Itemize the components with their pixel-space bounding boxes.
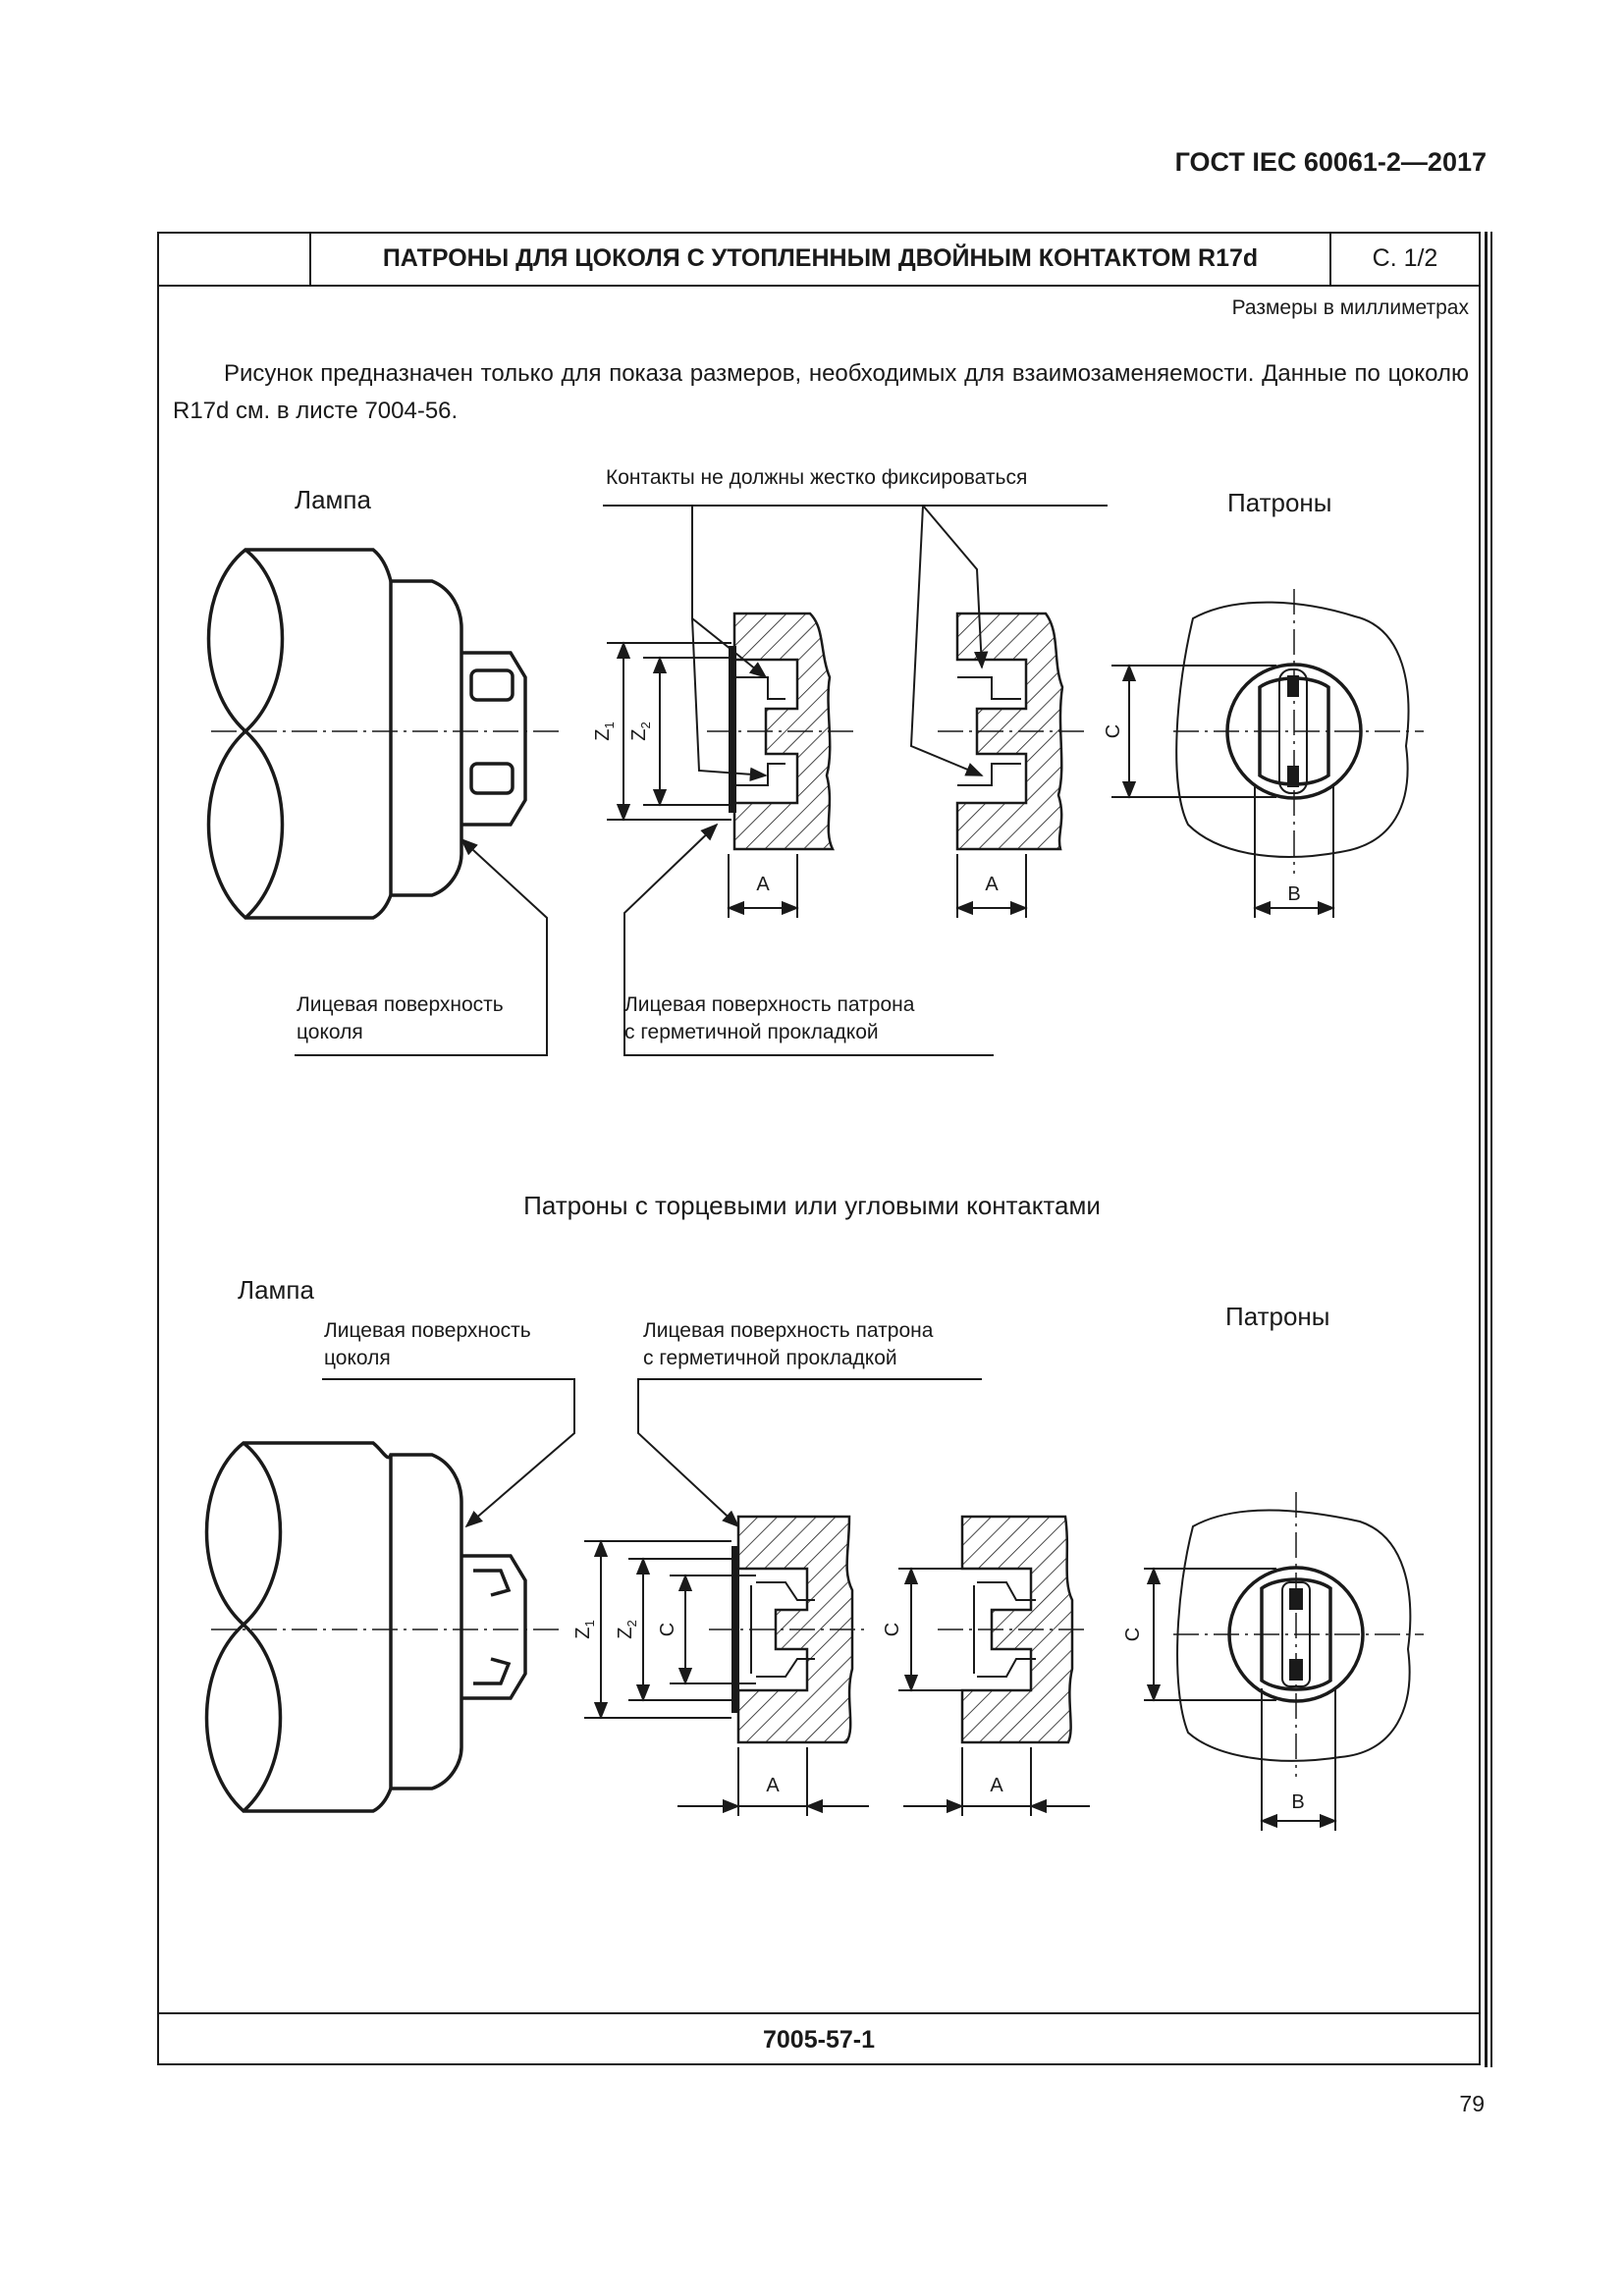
fig1-holder-1-section	[707, 612, 859, 851]
sheet-code: 7005-57-1	[763, 2026, 875, 2054]
fig2-cap-face-leader	[322, 1378, 575, 1528]
fig1-leader-holder2-top	[922, 505, 989, 669]
svg-text:A: A	[985, 874, 999, 895]
fig2-holder-1-section	[709, 1515, 869, 1744]
fig2-dim-a-1: A	[677, 1747, 869, 1816]
header-cell-divider-left	[309, 232, 311, 287]
fig1-dim-a-1: A	[727, 854, 799, 918]
figure-1: Лампа Контакты не должны жестко фиксиров…	[206, 466, 1424, 1056]
fig1-dim-z: Z1 Z2	[592, 641, 731, 822]
svg-text:A: A	[766, 1775, 780, 1796]
page-number: 79	[1459, 2091, 1485, 2116]
fig2-dim-a-2: A	[903, 1747, 1090, 1816]
fig1-contacts-note: Контакты не должны жестко фиксироваться	[606, 466, 1027, 489]
fig1-holder-front-view: C B	[1103, 589, 1424, 918]
fig1-leader-holder2-bottom	[909, 505, 984, 776]
svg-text:Z2: Z2	[615, 1620, 639, 1638]
svg-text:C: C	[1103, 724, 1124, 738]
fig1-holder-face-leader	[623, 823, 994, 1056]
fig1-leader-contact-bottom	[691, 617, 768, 781]
section2-title: Патроны с торцевыми или угловыми контакт…	[523, 1191, 1101, 1220]
svg-text:A: A	[756, 874, 770, 895]
svg-text:B: B	[1291, 1791, 1304, 1813]
fig2-holder-2-section	[938, 1515, 1090, 1744]
units-note: Размеры в миллиметрах	[1231, 296, 1469, 319]
frame-double-line	[1485, 232, 1488, 2067]
fig1-holder-face-label-1: Лицевая поверхность патрона	[624, 993, 915, 1016]
fig2-holder-face-label-1: Лицевая поверхность патрона	[643, 1319, 934, 1342]
fig2-cap-face-label-1: Лицевая поверхность	[324, 1319, 531, 1342]
fig1-lamp-label: Лампа	[295, 485, 371, 514]
svg-text:C: C	[657, 1623, 678, 1636]
svg-text:B: B	[1287, 883, 1300, 905]
fig1-lamp-drawing	[206, 548, 565, 920]
header-divider	[157, 285, 1481, 287]
intro-paragraph: Рисунок предназначен только для показа р…	[173, 360, 1469, 424]
fig2-cap-face-label-2: цоколя	[324, 1347, 391, 1369]
fig1-holder-face-label-2: с герметичной прокладкой	[624, 1021, 879, 1043]
fig1-cap-face-label-1: Лицевая поверхность	[297, 993, 504, 1016]
fig2-dim-z-c: Z1 Z2 C	[572, 1539, 756, 1720]
fig1-dim-a-2: A	[955, 854, 1028, 918]
header-cell-divider-right	[1329, 232, 1331, 287]
sheet-frame	[157, 232, 1481, 2065]
footer-divider	[157, 2012, 1481, 2014]
svg-text:Z1: Z1	[592, 721, 617, 740]
svg-text:Z1: Z1	[572, 1620, 597, 1638]
svg-text:C: C	[1122, 1628, 1144, 1641]
fig1-holder-2-section	[938, 612, 1090, 851]
fig2-holders-label: Патроны	[1225, 1302, 1329, 1331]
fig2-holder-face-leader	[637, 1378, 982, 1528]
fig1-holders-label: Патроны	[1227, 488, 1331, 517]
fig2-dim-c-2: C	[882, 1567, 967, 1692]
figure-2: Лампа Патроны Лицевая поверхность цоколя…	[204, 1275, 1424, 1831]
sheet-title: ПАТРОНЫ ДЛЯ ЦОКОЛЯ С УТОПЛЕННЫМ ДВОЙНЫМ …	[382, 244, 1259, 272]
fig2-holder-face-label-2: с герметичной прокладкой	[643, 1347, 897, 1369]
svg-text:Z2: Z2	[628, 721, 653, 740]
fig2-holder-front-view: C B	[1122, 1492, 1424, 1831]
sheet-number: С. 1/2	[1372, 244, 1438, 272]
fig1-cap-face-leader	[295, 837, 548, 1056]
fig1-cap-face-label-2: цоколя	[297, 1021, 363, 1043]
svg-text:A: A	[990, 1775, 1003, 1796]
fig2-lamp-drawing	[204, 1441, 565, 1813]
frame-double-line-outer	[1490, 232, 1492, 2067]
fig2-lamp-label: Лампа	[238, 1275, 314, 1305]
standard-designation: ГОСТ IEC 60061-2—2017	[1174, 147, 1487, 177]
svg-text:C: C	[882, 1623, 903, 1636]
